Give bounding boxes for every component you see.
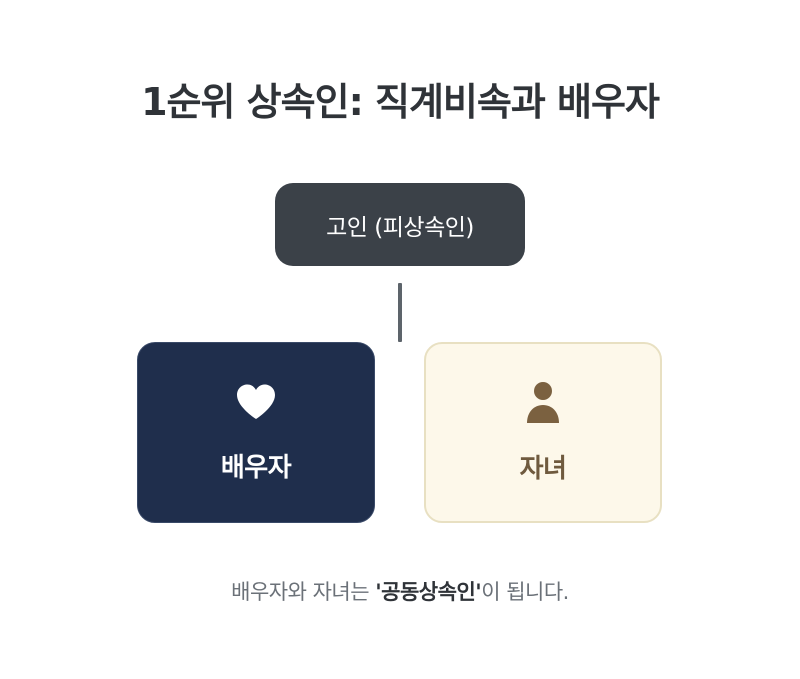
- footnote-prefix: 배우자와 자녀는: [231, 580, 376, 604]
- heart-icon: [235, 381, 277, 423]
- person-icon: [522, 382, 564, 424]
- child-label: 자녀: [519, 454, 567, 484]
- spouse-label: 배우자: [220, 453, 292, 483]
- deceased-node: 고인 (피상속인): [275, 183, 525, 266]
- deceased-label: 고인 (피상속인): [326, 214, 474, 241]
- footnote-suffix: 이 됩니다.: [481, 580, 569, 604]
- spouse-node: 배우자: [137, 342, 375, 523]
- footnote-emphasis: '공동상속인': [375, 580, 482, 604]
- page-title: 1순위 상속인: 직계비속과 배우자: [141, 80, 660, 124]
- connector-line: [398, 283, 402, 342]
- footnote: 배우자와 자녀는 '공동상속인'이 됩니다.: [0, 576, 800, 606]
- child-node: 자녀: [424, 342, 662, 523]
